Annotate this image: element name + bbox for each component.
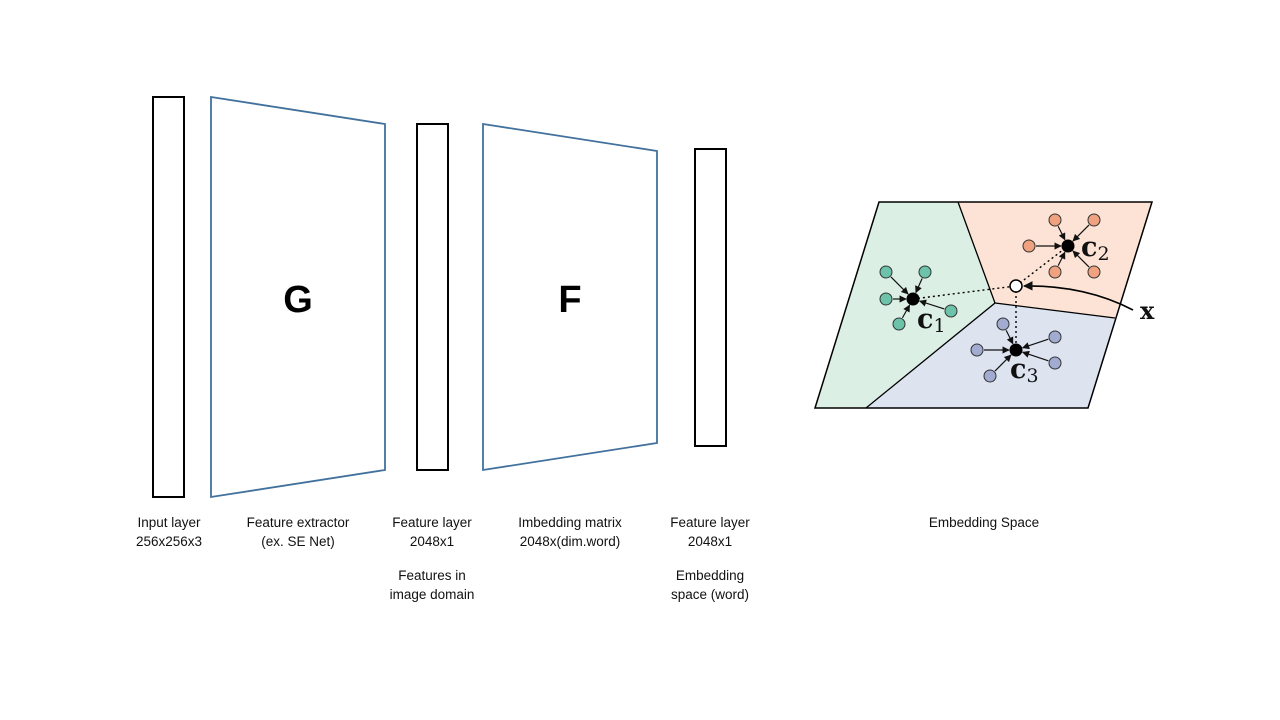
member-point-c3: [970, 343, 984, 357]
feature-layer-1-note-2: image domain: [390, 587, 475, 602]
member-point-c2: [1022, 239, 1036, 253]
centroid-label-c3-base: c: [1010, 354, 1026, 385]
member-arrow-c2: [1057, 225, 1066, 241]
member-point-c1: [892, 317, 906, 331]
embedding-matrix-trapezoid: [482, 122, 658, 472]
centroid-labels: c1 c2 c3: [917, 232, 1110, 387]
centroid-label-c3: c3: [1010, 354, 1039, 387]
embedding-space-caption: Embedding Space: [929, 515, 1039, 530]
centroid-label-c1: c1: [917, 304, 946, 337]
region-boundary: [994, 302, 1116, 319]
region-c3: [866, 303, 1115, 408]
member-point-c3: [1048, 330, 1062, 344]
embedding-space-outline: [813, 201, 1154, 409]
feature-layer-block-1: [416, 123, 449, 471]
member-arrow-c3: [1005, 329, 1014, 345]
centroid-label-c1-base: c: [917, 304, 933, 335]
feature-layer-1-caption: Feature layer: [392, 515, 472, 530]
member-arrow-c2: [1072, 250, 1090, 268]
centroid-label-c1-sub: 1: [933, 315, 945, 337]
member-arrow-c3: [1021, 350, 1049, 362]
query-distance-line: [912, 285, 1017, 300]
member-point-c1: [879, 292, 893, 306]
member-point-c2: [1048, 265, 1062, 279]
feature-layer-1-note: Features in: [398, 568, 466, 583]
query-pointer-arrow: [1023, 281, 1134, 311]
region-c2: [958, 202, 1152, 318]
network-diagram: G F: [152, 95, 727, 499]
feature-layer-2-note: Embedding: [676, 568, 744, 583]
feature-layer-2-caption: Feature layer: [670, 515, 750, 530]
input-layer-block: [152, 96, 185, 498]
member-arrow-c2: [1057, 251, 1066, 267]
f-label: F: [558, 279, 581, 321]
centroid-label-c3-sub: 3: [1026, 365, 1038, 387]
member-point-c3: [996, 317, 1010, 331]
centroid-label-c2-base: c: [1081, 232, 1097, 263]
centroid-label-c2-sub: 2: [1097, 243, 1109, 265]
query-point-dot: [1009, 279, 1023, 293]
member-point-c1: [918, 265, 932, 279]
member-arrow-c1: [890, 276, 909, 295]
member-point-c3: [1048, 356, 1062, 370]
member-arrow-c1: [901, 304, 911, 319]
feature-layer-block-2: [694, 148, 727, 447]
g-label: G: [283, 279, 313, 321]
feature-layer-1-size: 2048x1: [410, 534, 454, 549]
input-layer-caption: Input layer: [137, 515, 201, 530]
member-point-c2: [1087, 213, 1101, 227]
member-point-c2: [1087, 265, 1101, 279]
query-distance-line: [1015, 245, 1069, 287]
feature-extractor-caption: Feature extractor: [247, 515, 350, 530]
captions: Input layer 256x256x3 Feature extractor …: [136, 515, 1039, 602]
cluster-points: [879, 213, 1101, 383]
feature-extractor-trapezoid: [210, 95, 386, 499]
embedding-matrix-caption: Imbedding matrix: [518, 515, 622, 530]
feature-layer-2-note-2: space (word): [671, 587, 749, 602]
query-point: x: [912, 245, 1155, 350]
member-arrow-c2: [1072, 224, 1090, 242]
member-point-c1: [879, 265, 893, 279]
member-arrow-c3: [994, 354, 1012, 372]
centroid-c3: [1009, 343, 1023, 357]
centroid-label-c2: c2: [1081, 232, 1110, 265]
feature-layer-2-size: 2048x1: [688, 534, 732, 549]
embedding-matrix-size: 2048x(dim.word): [520, 534, 621, 549]
input-layer-size: 256x256x3: [136, 534, 202, 549]
member-arrow-c1: [918, 299, 945, 310]
member-arrow-c3: [1021, 338, 1049, 350]
member-point-c3: [983, 369, 997, 383]
feature-extractor-example: (ex. SE Net): [261, 534, 335, 549]
member-arrow-c1: [915, 278, 923, 294]
member-point-c2: [1048, 213, 1062, 227]
embedding-space-figure: x c1 c2 c3: [813, 201, 1155, 409]
query-label: x: [1140, 296, 1155, 325]
member-point-c1: [944, 304, 958, 318]
